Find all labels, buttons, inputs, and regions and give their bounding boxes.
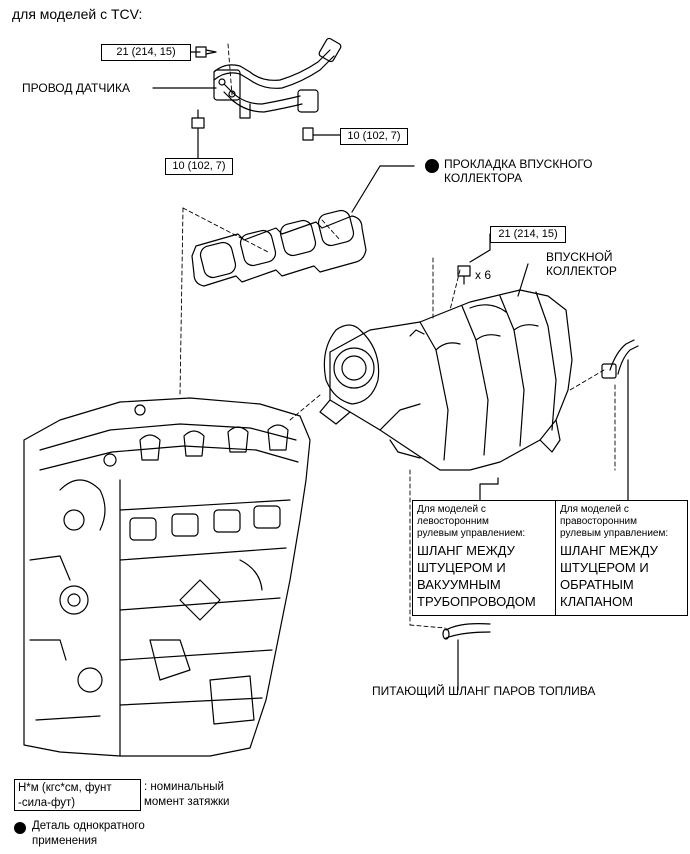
label-sensor-wire: ПРОВОД ДАТЧИКА (22, 81, 130, 95)
legend-torque-units: Н*м (кгс*см, фунт -сила-фут) (14, 779, 141, 811)
torque-spec-left-bolt: 10 (102, 7) (165, 158, 233, 175)
variant-lhd-description: ШЛАНГ МЕЖДУ ШТУЦЕРОМ И ВАКУУМНЫМ ТРУБОПР… (417, 543, 536, 609)
variant-rhd-heading: Для моделей с правосторонним рулевым упр… (560, 504, 669, 539)
variant-table: Для моделей с левосторонним рулевым упра… (412, 500, 688, 616)
dashed-alignment-lines (179, 43, 616, 629)
vacuum-hose-fitting (601, 339, 639, 379)
intake-gasket (191, 209, 367, 287)
legend-single-use-icon (14, 822, 26, 834)
intake-manifold (319, 289, 573, 471)
label-gasket: ПРОКЛАДКА ВПУСКНОГО КОЛЛЕКТОРА (444, 157, 593, 185)
label-fuel-vapor-hose: ПИТАЮЩИЙ ШЛАНГ ПАРОВ ТОПЛИВА (372, 684, 596, 698)
sensor-wire-harness (213, 37, 342, 119)
torque-spec-manifold-bolts: 21 (214, 15) (490, 226, 566, 243)
single-use-part-icon (425, 159, 439, 173)
variant-rhd-description: ШЛАНГ МЕЖДУ ШТУЦЕРОМ И ОБРАТНЫМ КЛАПАНОМ (560, 543, 658, 609)
legend-torque-meaning: : номинальный момент затяжки (144, 781, 230, 808)
torque-spec-top-bolt: 21 (214, 15) (101, 44, 191, 61)
variant-lhd: Для моделей с левосторонним рулевым упра… (413, 501, 556, 615)
fuel-vapor-hose (442, 623, 491, 640)
label-bolt-count: x 6 (475, 268, 492, 282)
variant-rhd: Для моделей с правосторонним рулевым упр… (556, 501, 687, 615)
engine-block (23, 397, 311, 757)
torque-spec-right-bolt: 10 (102, 7) (340, 128, 408, 145)
legend-single-use-text: Деталь однократного применения (32, 820, 145, 847)
bolts (191, 46, 471, 285)
page-title: для моделей с TCV: (12, 6, 143, 22)
variant-lhd-heading: Для моделей с левосторонним рулевым упра… (417, 504, 526, 539)
label-intake-manifold: ВПУСКНОЙ КОЛЛЕКТОР (546, 250, 617, 278)
